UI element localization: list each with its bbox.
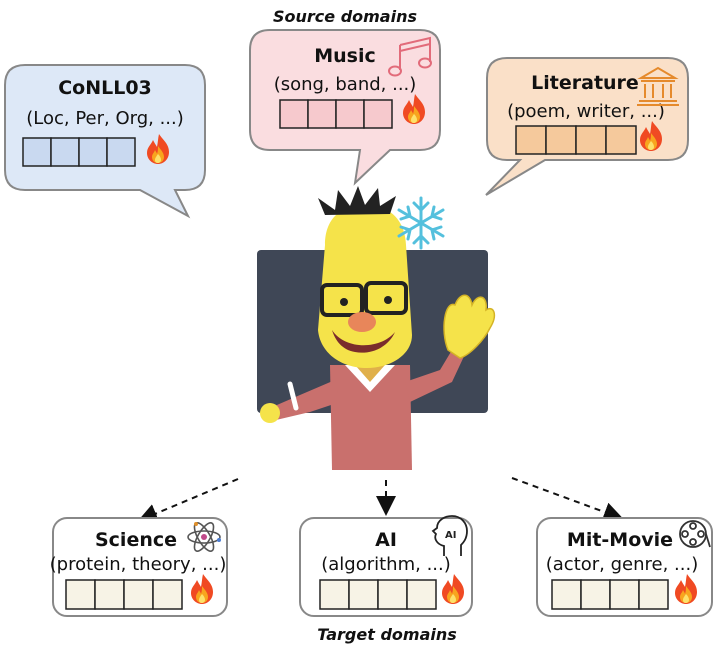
domain-labels: (actor, genre, ...)	[546, 554, 698, 575]
embedding-slots	[65, 579, 183, 610]
teacher-model-illustration	[257, 186, 496, 470]
target-domain-science: Science (protein, theory, ...)	[50, 517, 228, 617]
domain-name: AI	[375, 529, 397, 551]
transfer-arrows	[137, 477, 624, 523]
embedding-slots	[279, 99, 393, 129]
atom-icon	[187, 522, 221, 552]
music-note-icon	[388, 36, 432, 77]
svg-text:AI: AI	[445, 530, 456, 541]
embedding-slots	[515, 125, 637, 155]
library-building-icon	[637, 66, 679, 106]
sweater	[330, 365, 412, 470]
domain-labels: (song, band, ...)	[274, 74, 417, 95]
source-domain-music: Music (song, band, ...)	[249, 29, 441, 186]
embedding-slots	[319, 579, 437, 610]
snowflake-icon	[397, 196, 445, 250]
target-domain-ai: AI (algorithm, ...) AI	[299, 515, 473, 617]
film-reel-icon	[679, 520, 711, 548]
domain-name: Music	[314, 45, 376, 67]
source-domains-caption: Source domains	[273, 7, 417, 26]
arrow-to-science	[137, 478, 239, 523]
source-domain-conll03: CoNLL03 (Loc, Per, Org, ...)	[4, 64, 206, 219]
target-domains-caption: Target domains	[317, 625, 457, 644]
domain-labels: (protein, theory, ...)	[50, 554, 227, 575]
domain-labels: (poem, writer, ...)	[507, 101, 665, 122]
domain-labels: (Loc, Per, Org, ...)	[26, 108, 184, 129]
domain-name: Mit-Movie	[567, 529, 673, 551]
ai-head-icon: AI	[431, 515, 468, 556]
embedding-slots	[22, 137, 136, 167]
arrow-to-mit-movie	[511, 477, 624, 522]
domain-name: Science	[95, 529, 177, 551]
target-domain-mit-movie: Mit-Movie (actor, genre, ...)	[536, 517, 713, 617]
source-domain-literature: Literature (poem, writer, ...)	[485, 57, 689, 196]
domain-name: CoNLL03	[58, 77, 152, 99]
embedding-slots	[551, 579, 669, 610]
domain-labels: (algorithm, ...)	[321, 554, 451, 575]
domain-name: Literature	[531, 72, 639, 94]
